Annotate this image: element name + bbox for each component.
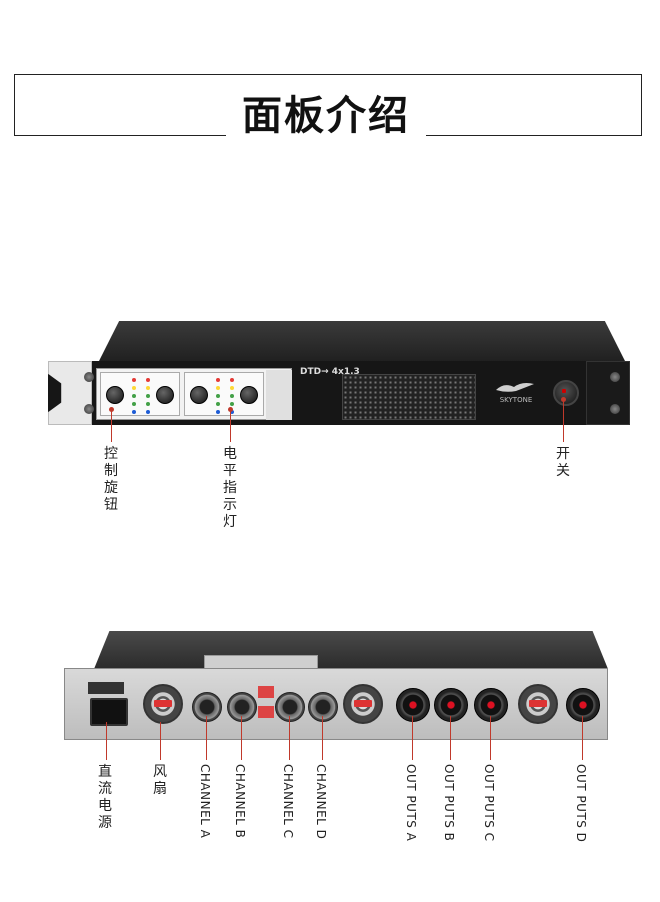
- header-underline-left: [14, 135, 226, 136]
- callout-line-switch: [563, 400, 564, 442]
- gain-knob-d[interactable]: [240, 386, 258, 404]
- led-power: [216, 410, 220, 414]
- speakon-output-b[interactable]: [434, 688, 468, 722]
- rear-chassis-top: [94, 631, 608, 669]
- screw-icon: [84, 404, 94, 414]
- power-indicator-icon: [562, 389, 566, 393]
- led-signal: [146, 394, 150, 398]
- speakon-output-d[interactable]: [566, 688, 600, 722]
- callout-label-ch-a: CHANNEL A: [198, 764, 212, 839]
- led-signal: [230, 394, 234, 398]
- callout-line-leds: [230, 410, 231, 442]
- dip-switch[interactable]: [258, 706, 274, 718]
- led-signal: [216, 402, 220, 406]
- callout-label-out-b: OUT PUTS B: [442, 764, 456, 842]
- screw-icon: [610, 404, 620, 414]
- led-peak: [216, 386, 220, 390]
- callout-label-leds: 电平指示灯: [223, 446, 237, 530]
- callout-dot: [228, 407, 233, 412]
- led-power: [132, 410, 136, 414]
- gain-knob-b[interactable]: [156, 386, 174, 404]
- callout-line-out-b: [450, 716, 451, 760]
- speakon-output-c[interactable]: [474, 688, 508, 722]
- led-signal: [230, 402, 234, 406]
- callout-line-ch-a: [206, 716, 207, 760]
- led-power: [146, 410, 150, 414]
- led-signal: [132, 394, 136, 398]
- xlr-input-b[interactable]: [227, 692, 257, 722]
- led-protect: [216, 378, 220, 382]
- led-peak: [132, 386, 136, 390]
- rack-ear-right: [586, 361, 630, 425]
- callout-label-out-c: OUT PUTS C: [482, 764, 496, 842]
- callout-line-fan: [160, 722, 161, 760]
- callout-line-knobs: [111, 410, 112, 442]
- callout-label-fan: 风扇: [153, 764, 167, 797]
- xlr-input-a[interactable]: [192, 692, 222, 722]
- header-underline-right: [426, 135, 642, 136]
- callout-line-ch-d: [322, 716, 323, 760]
- callout-label-ch-b: CHANNEL B: [233, 764, 247, 839]
- brand-logo-text: SKYTONE: [499, 396, 533, 404]
- led-protect: [132, 378, 136, 382]
- callout-line-ch-c: [289, 716, 290, 760]
- speakon-output-a[interactable]: [396, 688, 430, 722]
- callout-dot: [109, 407, 114, 412]
- gain-knob-a[interactable]: [106, 386, 124, 404]
- led-signal: [132, 402, 136, 406]
- page-title: 面板介绍: [242, 93, 410, 139]
- callout-label-out-a: OUT PUTS A: [404, 764, 418, 842]
- xlr-input-d[interactable]: [308, 692, 338, 722]
- brand-logo: SKYTONE: [494, 380, 538, 404]
- model-label: DTD→ 4x1.3: [300, 367, 360, 377]
- warning-label: [88, 682, 124, 694]
- header-frame: [14, 74, 642, 136]
- led-signal: [146, 402, 150, 406]
- led-signal: [216, 394, 220, 398]
- callout-label-ch-d: CHANNEL D: [314, 764, 328, 840]
- power-inlet[interactable]: [90, 698, 128, 726]
- callout-label-dc: 直流电源: [98, 764, 112, 831]
- dip-switch[interactable]: [258, 686, 274, 698]
- front-chassis-top: [98, 321, 626, 363]
- callout-line-ch-b: [241, 716, 242, 760]
- callout-label-switch: 开关: [556, 446, 570, 479]
- callout-line-out-d: [582, 716, 583, 760]
- bird-logo-icon: [496, 383, 534, 392]
- gain-knob-c[interactable]: [190, 386, 208, 404]
- screw-icon: [610, 372, 620, 382]
- vent-grille: [342, 374, 476, 420]
- callout-line-out-c: [490, 716, 491, 760]
- led-power: [230, 410, 234, 414]
- callout-label-out-d: OUT PUTS D: [574, 764, 588, 843]
- led-peak: [146, 386, 150, 390]
- screw-icon: [84, 372, 94, 382]
- brand-strip: [266, 370, 292, 420]
- callout-label-knobs: 控制旋钮: [104, 446, 118, 513]
- fan-badge: [354, 700, 372, 707]
- led-protect: [230, 378, 234, 382]
- led-peak: [230, 386, 234, 390]
- callout-line-dc: [106, 722, 107, 760]
- fan-badge: [154, 700, 172, 707]
- led-protect: [146, 378, 150, 382]
- callout-label-ch-c: CHANNEL C: [281, 764, 295, 839]
- xlr-input-c[interactable]: [275, 692, 305, 722]
- power-switch[interactable]: [553, 380, 579, 406]
- callout-line-out-a: [412, 716, 413, 760]
- callout-dot: [561, 397, 566, 402]
- fan-badge: [529, 700, 547, 707]
